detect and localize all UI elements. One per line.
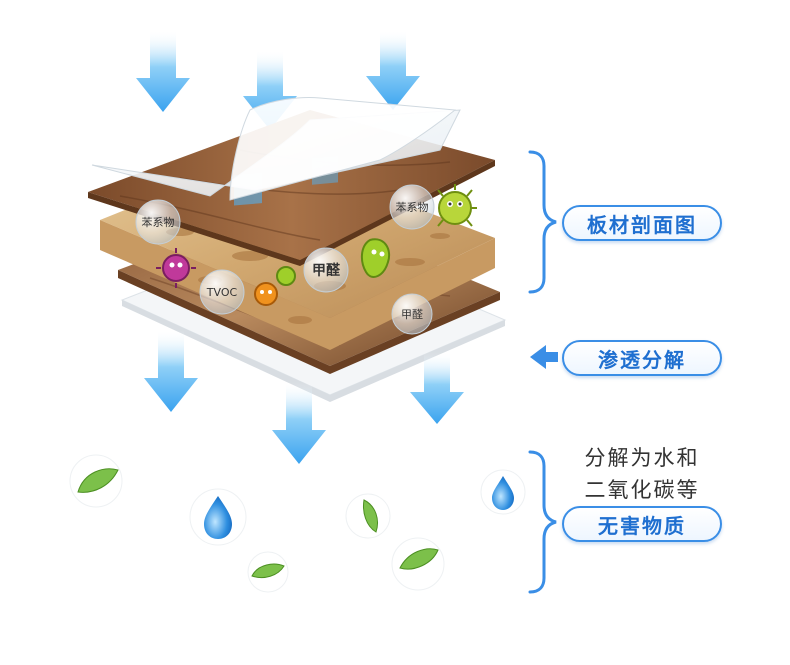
bracket-icon bbox=[528, 150, 557, 294]
leaf-icon bbox=[391, 537, 445, 591]
leaf-icon bbox=[345, 493, 391, 539]
leaf-icon bbox=[69, 454, 123, 508]
down-arrow-icon bbox=[144, 330, 198, 412]
penetrate-label: 渗透分解 bbox=[562, 340, 722, 376]
down-arrow-icon bbox=[272, 382, 326, 464]
benxi-bubble-left: 苯系物 bbox=[135, 199, 181, 245]
tvoc-label: TVOC bbox=[206, 286, 238, 299]
decompose-line-2: 二氧化碳等 bbox=[584, 478, 700, 502]
water-drop-icon bbox=[189, 488, 247, 546]
bacteria-icon bbox=[360, 238, 390, 278]
jiaquan-label-right: 甲醛 bbox=[401, 307, 423, 321]
harmless-label: 无害物质 bbox=[562, 506, 722, 542]
jiaquan-bubble-center: 甲醛 bbox=[303, 247, 349, 293]
jiaquan-label-center: 甲醛 bbox=[312, 262, 341, 279]
benxi-bubble-top: 苯系物 bbox=[389, 184, 435, 230]
peeling-film-corner bbox=[229, 97, 457, 201]
bacteria-icon bbox=[276, 266, 296, 286]
left-arrow-icon bbox=[530, 345, 558, 369]
down-arrow-icon bbox=[136, 30, 190, 112]
benxi-label-top: 苯系物 bbox=[396, 200, 429, 214]
bacteria-icon bbox=[156, 248, 196, 288]
down-arrow-icon bbox=[366, 30, 420, 110]
leaf-icon bbox=[247, 551, 289, 593]
benxi-label-left: 苯系物 bbox=[142, 215, 175, 229]
jiaquan-bubble-right: 甲醛 bbox=[391, 293, 433, 335]
water-drop-icon bbox=[480, 469, 526, 515]
tvoc-bubble: TVOC bbox=[199, 269, 245, 315]
down-arrow-icon bbox=[410, 352, 464, 424]
bacteria-icon bbox=[254, 282, 278, 306]
bacteria-icon bbox=[437, 184, 477, 227]
section-view-label: 板材剖面图 bbox=[562, 205, 722, 241]
decompose-line-1: 分解为水和 bbox=[584, 446, 700, 470]
bracket-icon bbox=[528, 450, 557, 594]
